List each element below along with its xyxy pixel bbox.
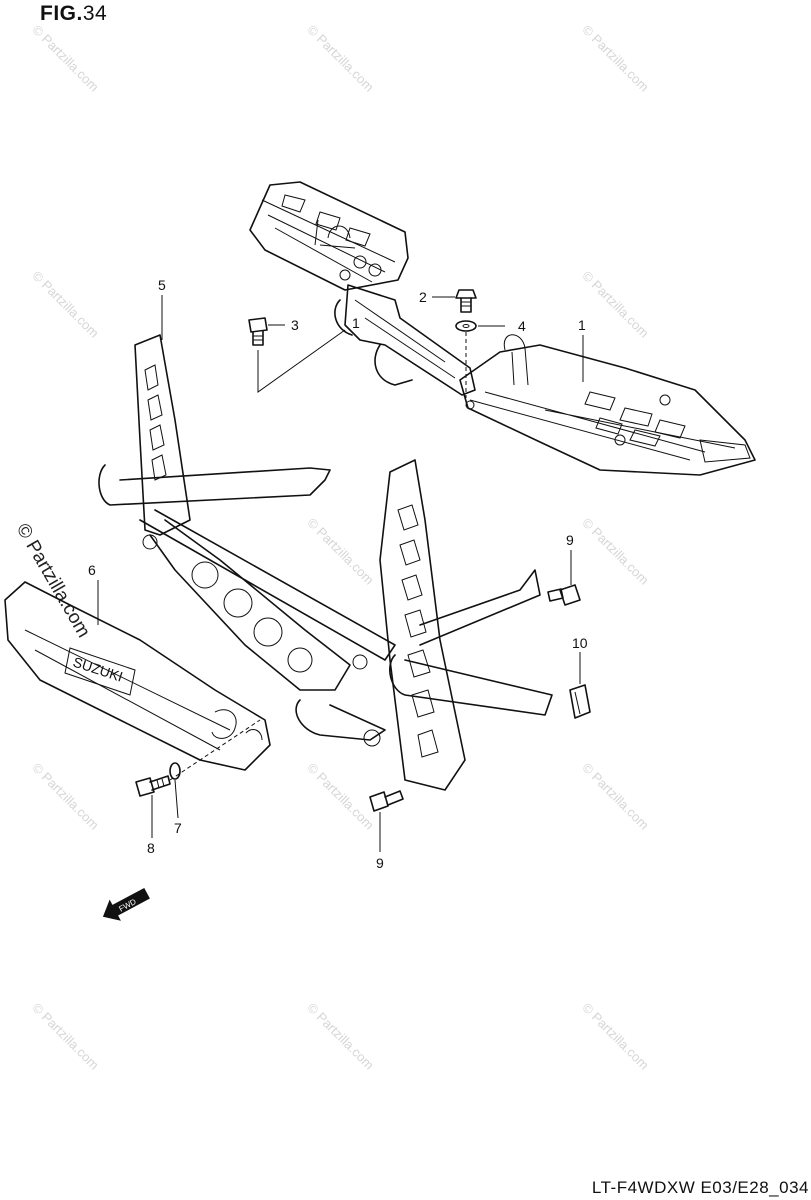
washer-7-drawing (169, 762, 181, 780)
callout-9-upper: 9 (566, 532, 574, 548)
front-arrow-icon: FWD (102, 887, 150, 921)
footrest-left-drawing (249, 181, 409, 291)
callout-6: 6 (88, 562, 96, 578)
side-frame-right-drawing (379, 459, 466, 791)
guard-brand-text: SUZUKI (71, 654, 125, 685)
callout-4: 4 (518, 318, 526, 334)
side-frame-left-drawing (134, 334, 191, 536)
callout-10: 10 (572, 635, 588, 651)
figure-title: FIG.34 (40, 2, 107, 26)
bolt-3-drawing (248, 317, 268, 346)
cushion-10-drawing (569, 684, 591, 719)
crossbar-lower-drawing (142, 534, 553, 747)
callout-5: 5 (158, 277, 166, 293)
bolt-9-upper-drawing (547, 584, 581, 606)
bolt-2-drawing (455, 289, 477, 313)
footrest-crossbar-drawing (334, 284, 476, 396)
callout-7: 7 (174, 820, 182, 836)
bolt-8-drawing (135, 775, 171, 797)
callout-1-right: 1 (578, 317, 586, 333)
bolt-9-lower-drawing (369, 790, 404, 812)
callout-2: 2 (419, 289, 427, 305)
guard-drawing (4, 581, 271, 771)
washer-4-drawing (455, 320, 477, 332)
callout-3: 3 (291, 317, 299, 333)
figure-title-prefix: FIG. (40, 2, 83, 25)
footrest-right-drawing (459, 334, 756, 476)
callout-8: 8 (147, 840, 155, 856)
callout-9-lower: 9 (376, 855, 384, 871)
callout-1-left: 1 (352, 315, 360, 331)
figure-title-number: 34 (82, 2, 108, 25)
model-code: LT-F4WDXW E03/E28_034 (591, 1178, 809, 1197)
